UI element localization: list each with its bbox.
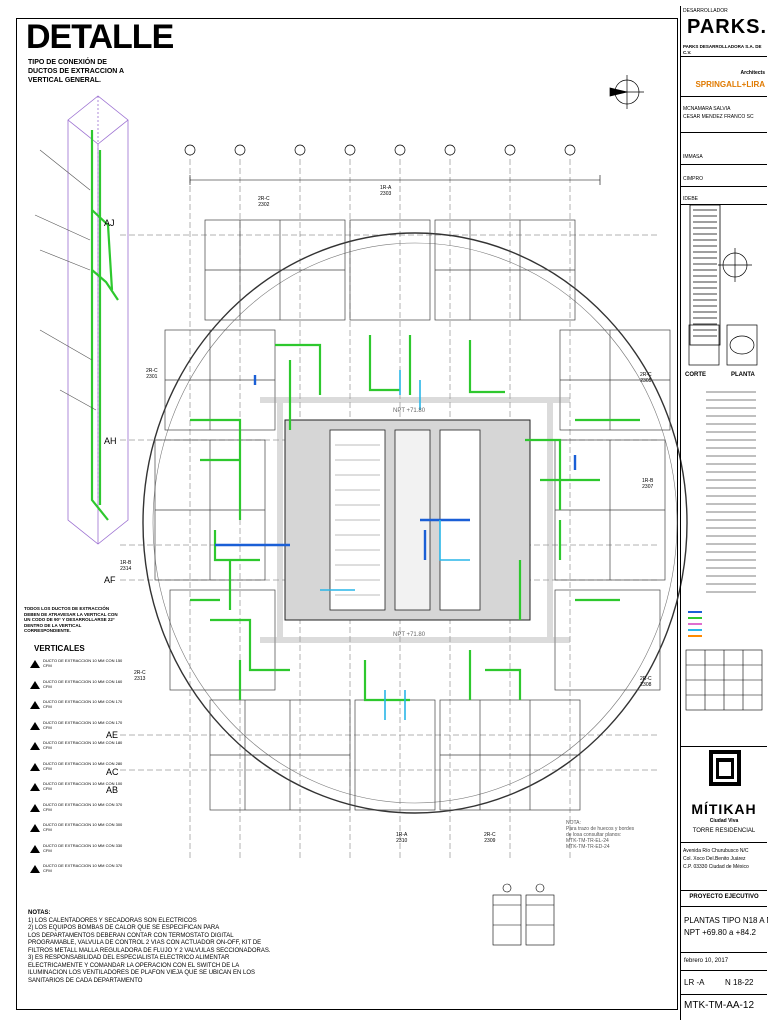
detail-title: DETALLE	[26, 18, 174, 56]
cyan-ducts	[320, 370, 470, 720]
general-notes: NOTAS: 1) LOS CALENTADORES Y SECADORAS S…	[28, 910, 271, 984]
vertical-triangle-icon	[30, 824, 40, 832]
vertical-item: DUCTO DE EXTRACCION 10 MM CON 150 CFM	[30, 658, 130, 679]
green-exhaust-ducts	[190, 335, 640, 702]
address-line: Avenida Río Churubusco N/C	[683, 848, 749, 854]
vertical-item: DUCTO DE EXTRACCION 10 MM CON 180 CFM	[30, 740, 130, 761]
sheet-code-left: LR -A	[684, 978, 705, 987]
sheet-code-right: N 18-22	[725, 978, 754, 987]
project-logo-text: MÍTIKAH	[691, 801, 757, 817]
sheet-date: febrero 10, 2017	[684, 958, 729, 964]
spec-strip	[689, 204, 721, 346]
north-arrow-key	[718, 248, 752, 282]
isometric-duct-detail	[67, 95, 129, 545]
legend-text-lines	[706, 391, 756, 593]
axis-label-ac: AC	[106, 767, 119, 777]
svg-text:AH: AH	[104, 436, 117, 446]
vertical-item: DUCTO DE EXTRACCION 10 MM CON 160 CFM	[30, 679, 130, 700]
project-building: TORRE RESIDENCIAL	[692, 828, 756, 834]
corte-planta-icons	[688, 324, 758, 366]
sheet-number: MTK-TM-AA-12	[684, 1000, 754, 1011]
ventilation-note: TODOS LOS DUCTOS DE EXTRACCIÓN DEBEN DE …	[24, 606, 118, 633]
vertical-item: DUCTO DE EXTRACCION 10 MM CON 300 CFM	[30, 822, 130, 843]
detail-subtitle: TIPO DE CONEXIÓN DE DUCTOS DE EXTRACCION…	[28, 59, 124, 84]
vertical-item: DUCTO DE EXTRACCION 10 MM CON 170 CFM	[30, 699, 130, 720]
vertical-item: DUCTO DE EXTRACCION 10 MM CON 370 CFM	[30, 802, 130, 823]
engineer-line: MCNAMARA SALVIA	[683, 106, 731, 112]
project-tagline: Ciudad Viva	[709, 818, 739, 824]
level-tag-bottom: NPT +71.80	[393, 632, 426, 638]
vertical-item: DUCTO DE EXTRACCION 10 MM CON 100 CFM	[30, 781, 130, 802]
blue-ducts	[215, 375, 577, 560]
verticals-list: DUCTO DE EXTRACCION 10 MM CON 150 CFM DU…	[30, 658, 130, 884]
vertical-item: DUCTO DE EXTRACCION 10 MM CON 330 CFM	[30, 843, 130, 864]
drawing-frame	[16, 18, 678, 1010]
vertical-triangle-icon	[30, 680, 40, 689]
vertical-item: DUCTO DE EXTRACCION 10 MM CON 370 CFM	[30, 863, 130, 884]
engineer-line: CESAR MENDEZ FRANCO SC	[683, 114, 754, 120]
view-label-planta: PLANTA	[731, 372, 755, 378]
mitikah-logo	[709, 750, 741, 786]
key-plan	[685, 649, 763, 711]
level-tag-top: NPT +71.80	[393, 408, 426, 414]
vertical-triangle-icon	[30, 701, 40, 709]
consultant-3: IDEBE	[683, 196, 699, 202]
detail-callouts	[34, 149, 97, 411]
axis-label-af: AF	[104, 575, 116, 585]
axis-label-ab: AB	[106, 785, 119, 795]
client-label: DESARROLLADOR	[683, 8, 728, 14]
address-line: Col. Xoco Del.Benito Juárez	[683, 856, 746, 862]
svg-text:AJ: AJ	[104, 218, 115, 228]
vertical-triangle-icon	[30, 783, 40, 791]
verticals-heading: VERTICALES	[34, 644, 85, 653]
client-name: PARKS DESARROLLADORA S.A. DE C.V.	[683, 44, 762, 55]
vertical-triangle-icon	[30, 762, 40, 771]
color-legend	[688, 611, 702, 637]
dimension-line	[189, 175, 601, 185]
consultant-2: CIMPRO	[683, 176, 703, 182]
reference-note: NOTA: Para trazo de huecos y bordes de l…	[566, 820, 635, 850]
view-label-corte: CORTE	[685, 372, 706, 378]
grid-bubbles	[184, 144, 576, 156]
parks-logo: PARKS.	[687, 16, 768, 38]
vertical-item: DUCTO DE EXTRACCION 10 MM CON 170 CFM	[30, 720, 130, 741]
vertical-triangle-icon	[30, 803, 40, 812]
consultant-1: IMMASA	[683, 154, 703, 160]
vertical-triangle-icon	[30, 721, 40, 730]
isometric-green-ducts	[90, 130, 119, 521]
axis-label-ae: AE	[106, 730, 119, 740]
project-phase: PROYECTO EJECUTIVO	[689, 894, 759, 900]
vertical-triangle-icon	[30, 865, 40, 873]
corridor	[260, 397, 570, 643]
vertical-triangle-icon	[30, 660, 40, 668]
apartment-walls	[154, 219, 671, 811]
architect-name: SPRINGALL+LIRA	[695, 80, 765, 89]
vertical-item: DUCTO DE EXTRACCION 10 MM CON 280 CFM	[30, 761, 130, 782]
title-block: DESARROLLADOR PARKS. PARKS DESARROLLADOR…	[680, 6, 768, 1020]
north-arrow	[609, 75, 644, 109]
address-line: C.P. 03330 Ciudad de México	[683, 864, 749, 870]
vertical-triangle-icon	[30, 844, 40, 853]
sheet-title-line: NPT +69.80 a +84.2	[684, 928, 756, 937]
legend-tables	[492, 883, 555, 946]
sheet-title-line: PLANTAS TIPO N18 A N22	[684, 916, 768, 925]
vertical-triangle-icon	[30, 742, 40, 750]
slab-edge	[142, 232, 688, 814]
architect-label: Architects	[740, 70, 765, 76]
